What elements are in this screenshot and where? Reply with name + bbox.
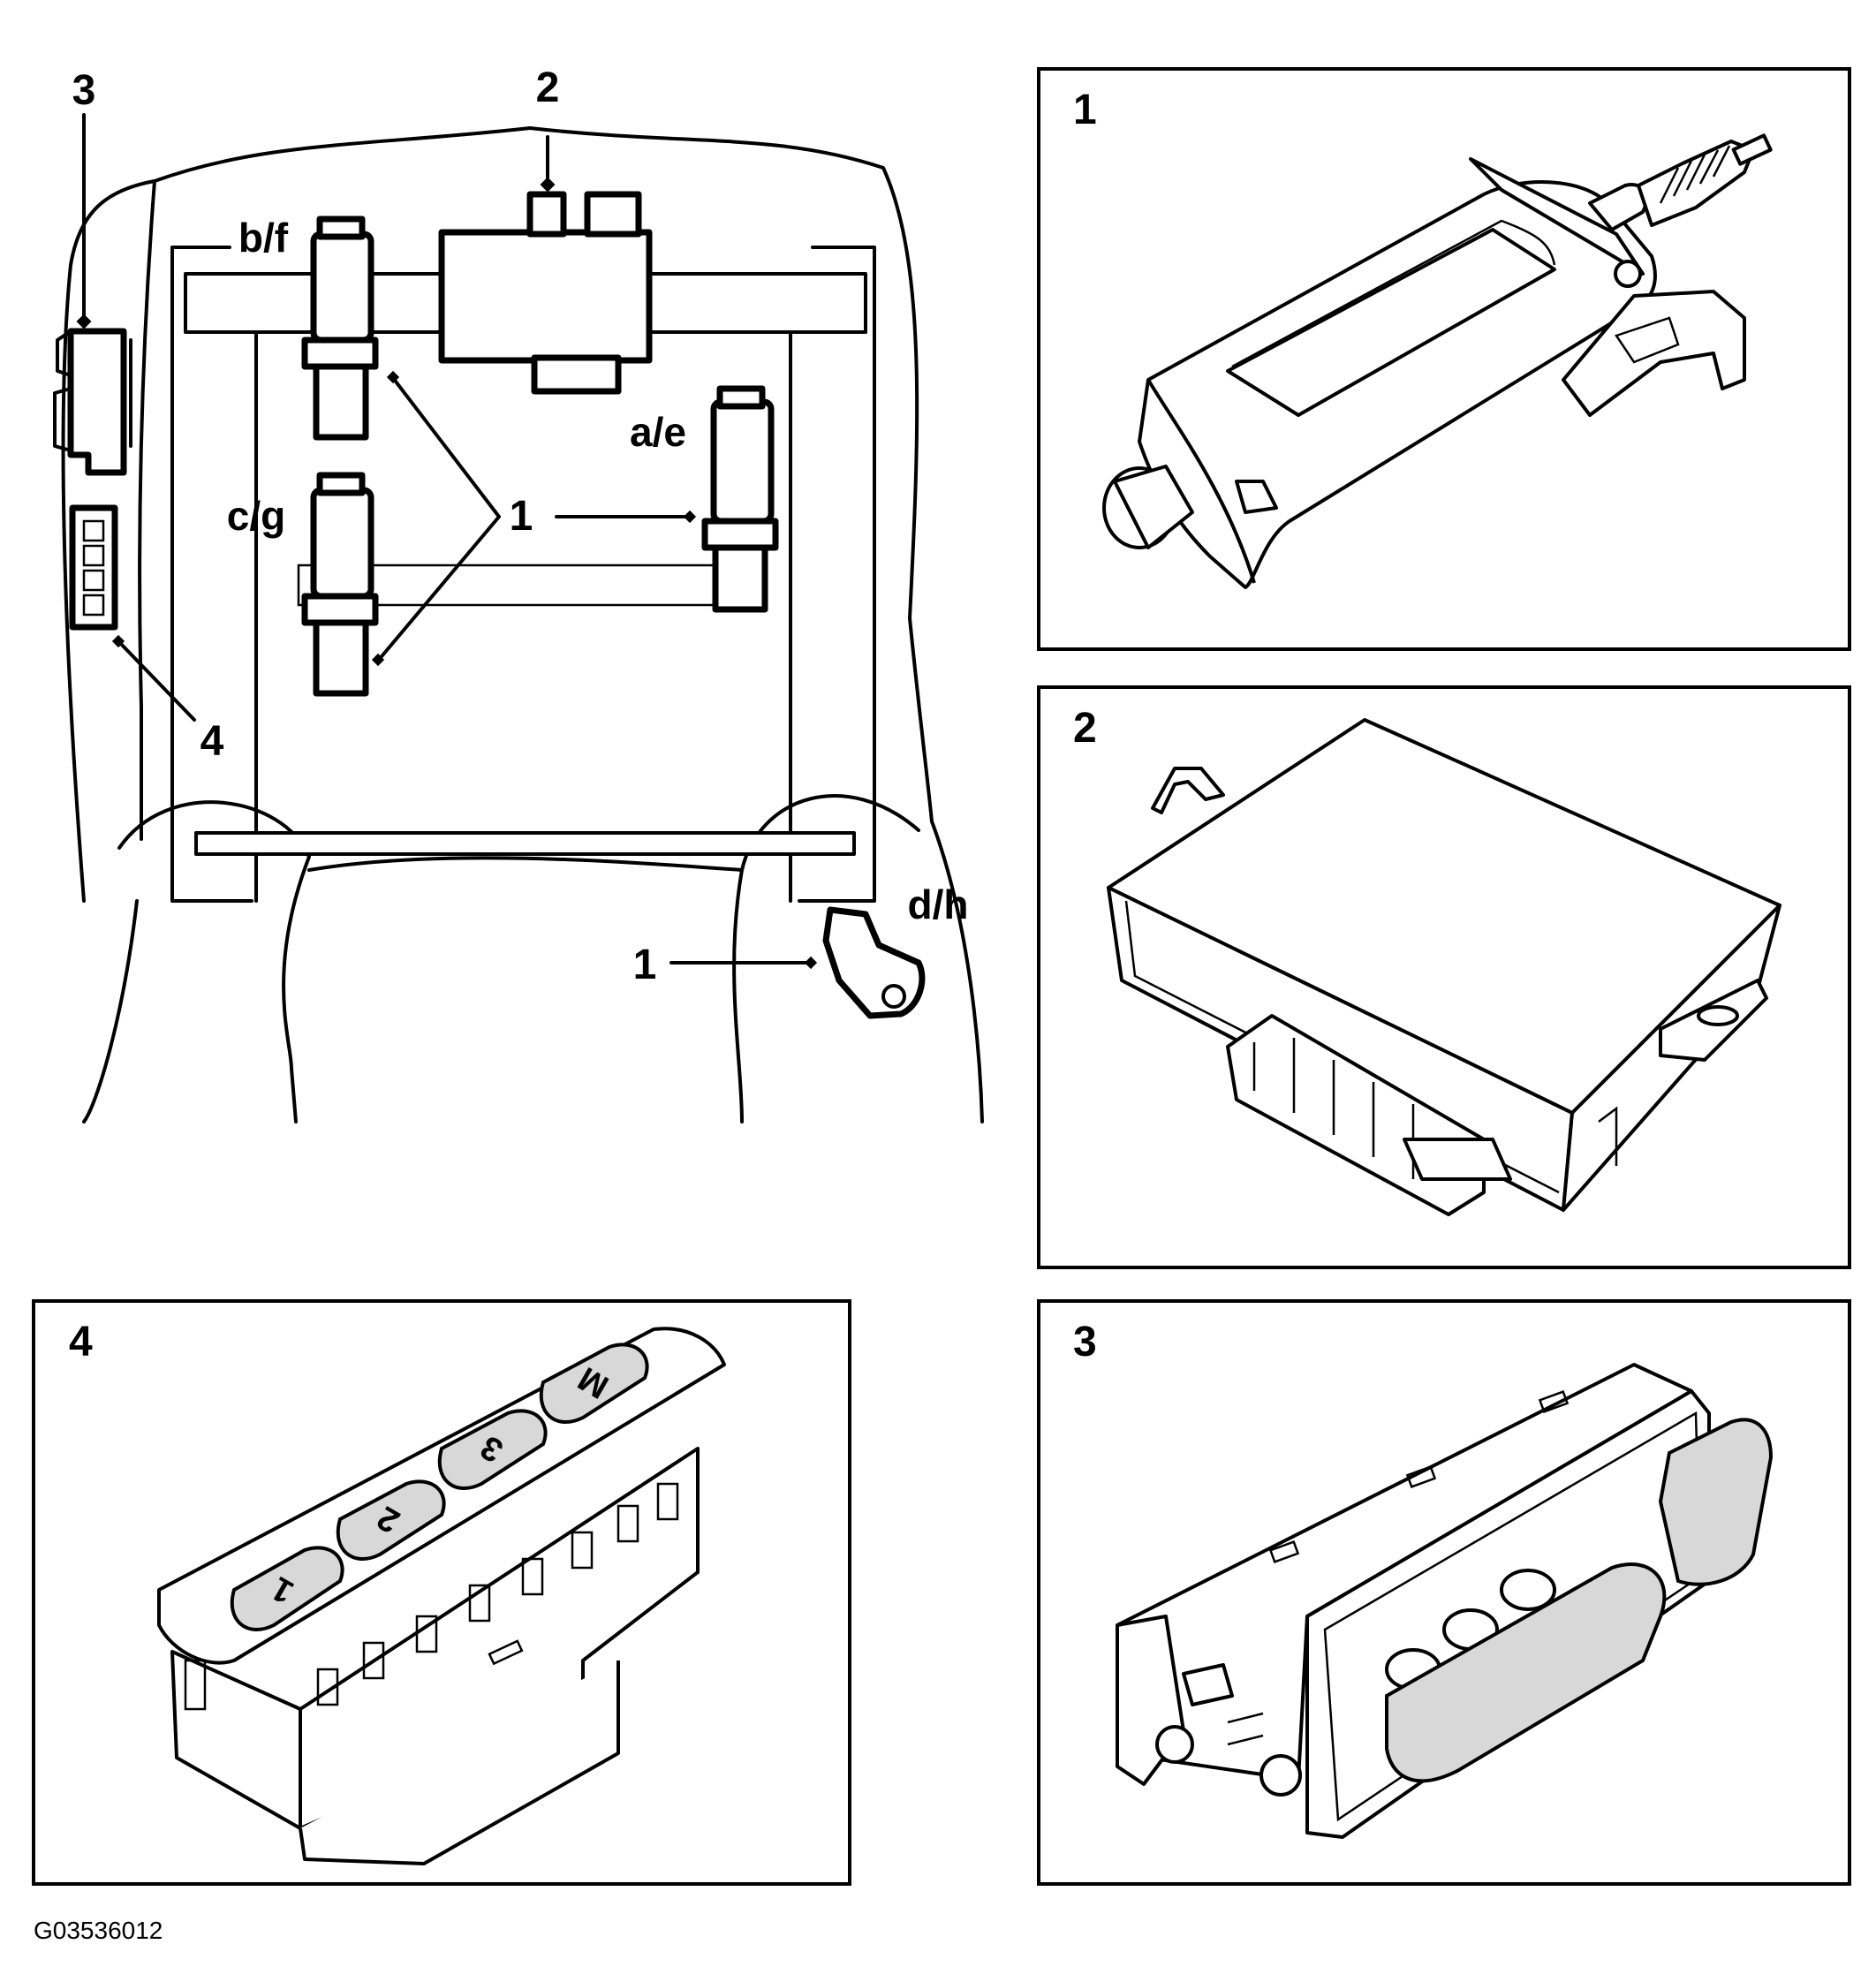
callout-4: 4 — [200, 718, 224, 765]
module-illustration — [1107, 718, 1781, 1216]
position-ae: a/e — [630, 409, 686, 455]
panel-3: 3 — [1037, 1299, 1851, 1886]
control-module-2 — [438, 191, 653, 395]
panel-2-number: 2 — [1073, 705, 1097, 752]
panel-4: 4 1 — [32, 1299, 851, 1886]
seat-overview: 3 2 1 4 1 b/f a/e c/g d/h — [53, 64, 984, 1123]
position-dh: d/h — [908, 881, 969, 927]
figure-code: G03536012 — [34, 1917, 163, 1944]
seat-cushion — [117, 794, 920, 1123]
panel-1-number: 1 — [1073, 87, 1097, 133]
memory-button-2: 2 — [336, 1479, 446, 1561]
seat-switch-illustration — [1116, 1363, 1774, 1839]
panel-4-number: 4 — [69, 1319, 93, 1365]
side-switch-3 — [53, 328, 132, 476]
callout-1-lower: 1 — [633, 942, 657, 988]
panel-3-frame — [1037, 1299, 1851, 1886]
seat-headrest-line — [82, 820, 984, 1123]
callout-1: 1 — [510, 493, 533, 540]
position-cg: c/g — [227, 493, 285, 539]
lower-cross-rail — [194, 831, 856, 856]
motor-dh — [822, 906, 926, 1019]
memory-button-m: M — [539, 1343, 649, 1424]
leader-lines — [82, 113, 813, 965]
memory-button-3: 3 — [437, 1409, 548, 1490]
side-switch-4 — [69, 504, 118, 631]
panel-1-frame — [1037, 67, 1851, 651]
panel-2: 2 — [1037, 685, 1851, 1269]
panel-3-number: 3 — [1073, 1319, 1097, 1365]
memory-switch-illustration: 1 2 3 M — [157, 1327, 726, 1865]
motor-cg — [301, 472, 379, 697]
seat-back-outline — [61, 126, 934, 903]
motor-ae — [701, 385, 779, 613]
panel-2-frame — [1037, 685, 1851, 1269]
leader-dots — [76, 177, 818, 970]
panel-1: 1 — [1037, 67, 1851, 651]
motor-bf — [301, 216, 379, 441]
callout-3: 3 — [72, 67, 96, 114]
position-bf: b/f — [238, 215, 289, 261]
seat-frame — [170, 246, 876, 903]
memory-button-1: 1 — [230, 1546, 344, 1631]
callout-2: 2 — [536, 64, 560, 111]
panel-4-frame — [32, 1299, 851, 1886]
motor-illustration — [1102, 133, 1773, 589]
